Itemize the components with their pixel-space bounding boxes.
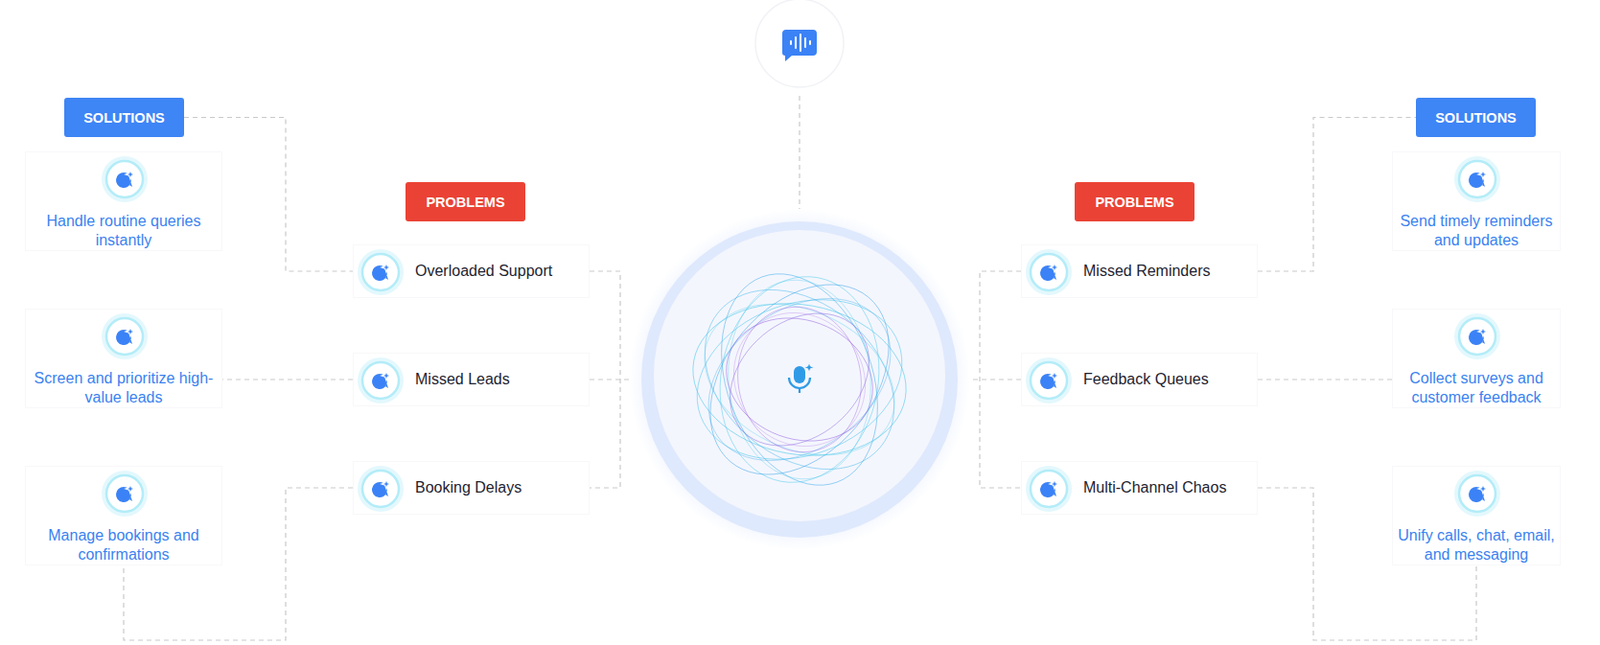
problem-item: Missed Leads	[352, 352, 590, 407]
problem-item: Missed Reminders	[1020, 244, 1258, 299]
connector-line	[123, 487, 353, 641]
connector-line	[1257, 487, 1477, 641]
wave-ring	[679, 275, 919, 485]
leader-line	[798, 95, 800, 216]
solutions-tag: SOLUTIONS	[1415, 97, 1536, 138]
problem-text: Missed Leads	[415, 371, 511, 389]
tag-label: SOLUTIONS	[83, 110, 165, 126]
wave-bar	[804, 38, 807, 47]
speech-bubble-icon	[782, 29, 817, 62]
wave-bar	[789, 41, 792, 45]
solution-text: Handle routine queries instantly	[25, 211, 222, 251]
item-icon-glyph	[357, 357, 404, 404]
item-icon	[100, 155, 149, 204]
problem-text: Feedback Queues	[1083, 371, 1209, 389]
problems-tag: PROBLEMS	[1074, 182, 1195, 222]
wave-rings	[669, 250, 929, 511]
solution-text: Screen and prioritize high-value leads	[25, 369, 222, 408]
solution-text: Collect surveys and customer feedback	[1392, 369, 1560, 408]
item-icon	[100, 469, 149, 518]
solution-item: Send timely reminders and updates	[1391, 151, 1561, 252]
problem-item: Overloaded Support	[352, 244, 590, 299]
tag-label: SOLUTIONS	[1435, 110, 1517, 126]
mic-arc	[788, 377, 811, 389]
wave-bar	[794, 37, 797, 48]
tag-label: PROBLEMS	[1094, 194, 1174, 210]
item-icon-glyph	[1454, 156, 1501, 203]
wave-ring	[674, 272, 926, 487]
solution-item: Handle routine queries instantly	[24, 151, 223, 252]
wave-ring	[726, 297, 873, 463]
item-icon	[356, 248, 405, 297]
wave-ring	[703, 263, 895, 495]
item-icon	[1024, 356, 1073, 405]
center-halo	[628, 208, 971, 551]
wave-ring	[708, 298, 890, 462]
problem-text: Multi-Channel Chaos	[1083, 479, 1227, 497]
solutions-tag: SOLUTIONS	[64, 97, 185, 138]
item-icon-glyph	[1025, 249, 1072, 296]
item-icon-glyph	[357, 249, 404, 296]
item-icon	[1024, 248, 1073, 297]
item-icon	[100, 312, 149, 361]
center-disc	[653, 230, 946, 522]
item-icon-glyph	[101, 156, 148, 203]
item-icon-glyph	[101, 313, 148, 360]
solution-item: Screen and prioritize high-value leads	[24, 308, 223, 409]
item-icon-glyph	[101, 470, 148, 517]
problem-text: Missed Reminders	[1083, 262, 1210, 280]
wave-ring	[694, 252, 906, 508]
connector-line	[1257, 378, 1392, 380]
mic-icon	[788, 362, 815, 394]
wave-ring	[703, 286, 896, 474]
item-icon-glyph	[357, 465, 404, 512]
tag-label: PROBLEMS	[425, 194, 505, 210]
wave-bar	[799, 34, 802, 51]
item-icon-glyph	[1454, 313, 1501, 360]
item-icon	[1453, 469, 1502, 518]
item-icon	[356, 464, 405, 513]
item-icon-glyph	[1025, 465, 1072, 512]
solution-text: Send timely reminders and updates	[1392, 211, 1560, 251]
problem-item: Booking Delays	[352, 461, 590, 515]
top-icon-frame	[755, 0, 844, 88]
solution-item: Collect surveys and customer feedback	[1391, 308, 1561, 409]
mic-capsule	[793, 366, 806, 384]
item-icon-glyph	[1454, 470, 1501, 517]
problems-tag: PROBLEMS	[405, 182, 526, 222]
item-icon	[1024, 464, 1073, 513]
center-ring	[641, 221, 958, 538]
solution-item: Manage bookings and confirmations	[24, 465, 223, 566]
wave-bar	[809, 41, 812, 45]
solution-item: Unify calls, chat, email, and messaging	[1391, 465, 1561, 566]
solution-text: Unify calls, chat, email, and messaging	[1392, 526, 1560, 565]
mic-sparkle	[804, 362, 815, 373]
item-icon-glyph	[1025, 357, 1072, 404]
waveform-bars	[790, 34, 811, 51]
item-icon	[1453, 155, 1502, 204]
wave-ring	[677, 265, 922, 495]
item-icon	[356, 356, 405, 405]
wave-ring	[719, 274, 880, 486]
problem-item: Multi-Channel Chaos	[1020, 461, 1258, 515]
problem-text: Overloaded Support	[415, 262, 553, 280]
problem-item: Feedback Queues	[1020, 352, 1258, 407]
wave-ring	[706, 285, 893, 473]
problem-text: Booking Delays	[415, 479, 522, 497]
connector-line	[184, 117, 353, 273]
mic-stem	[798, 388, 801, 394]
item-icon	[1453, 312, 1502, 361]
connector-line	[222, 378, 353, 380]
solution-text: Manage bookings and confirmations	[25, 526, 222, 565]
wave-ring	[673, 250, 926, 511]
